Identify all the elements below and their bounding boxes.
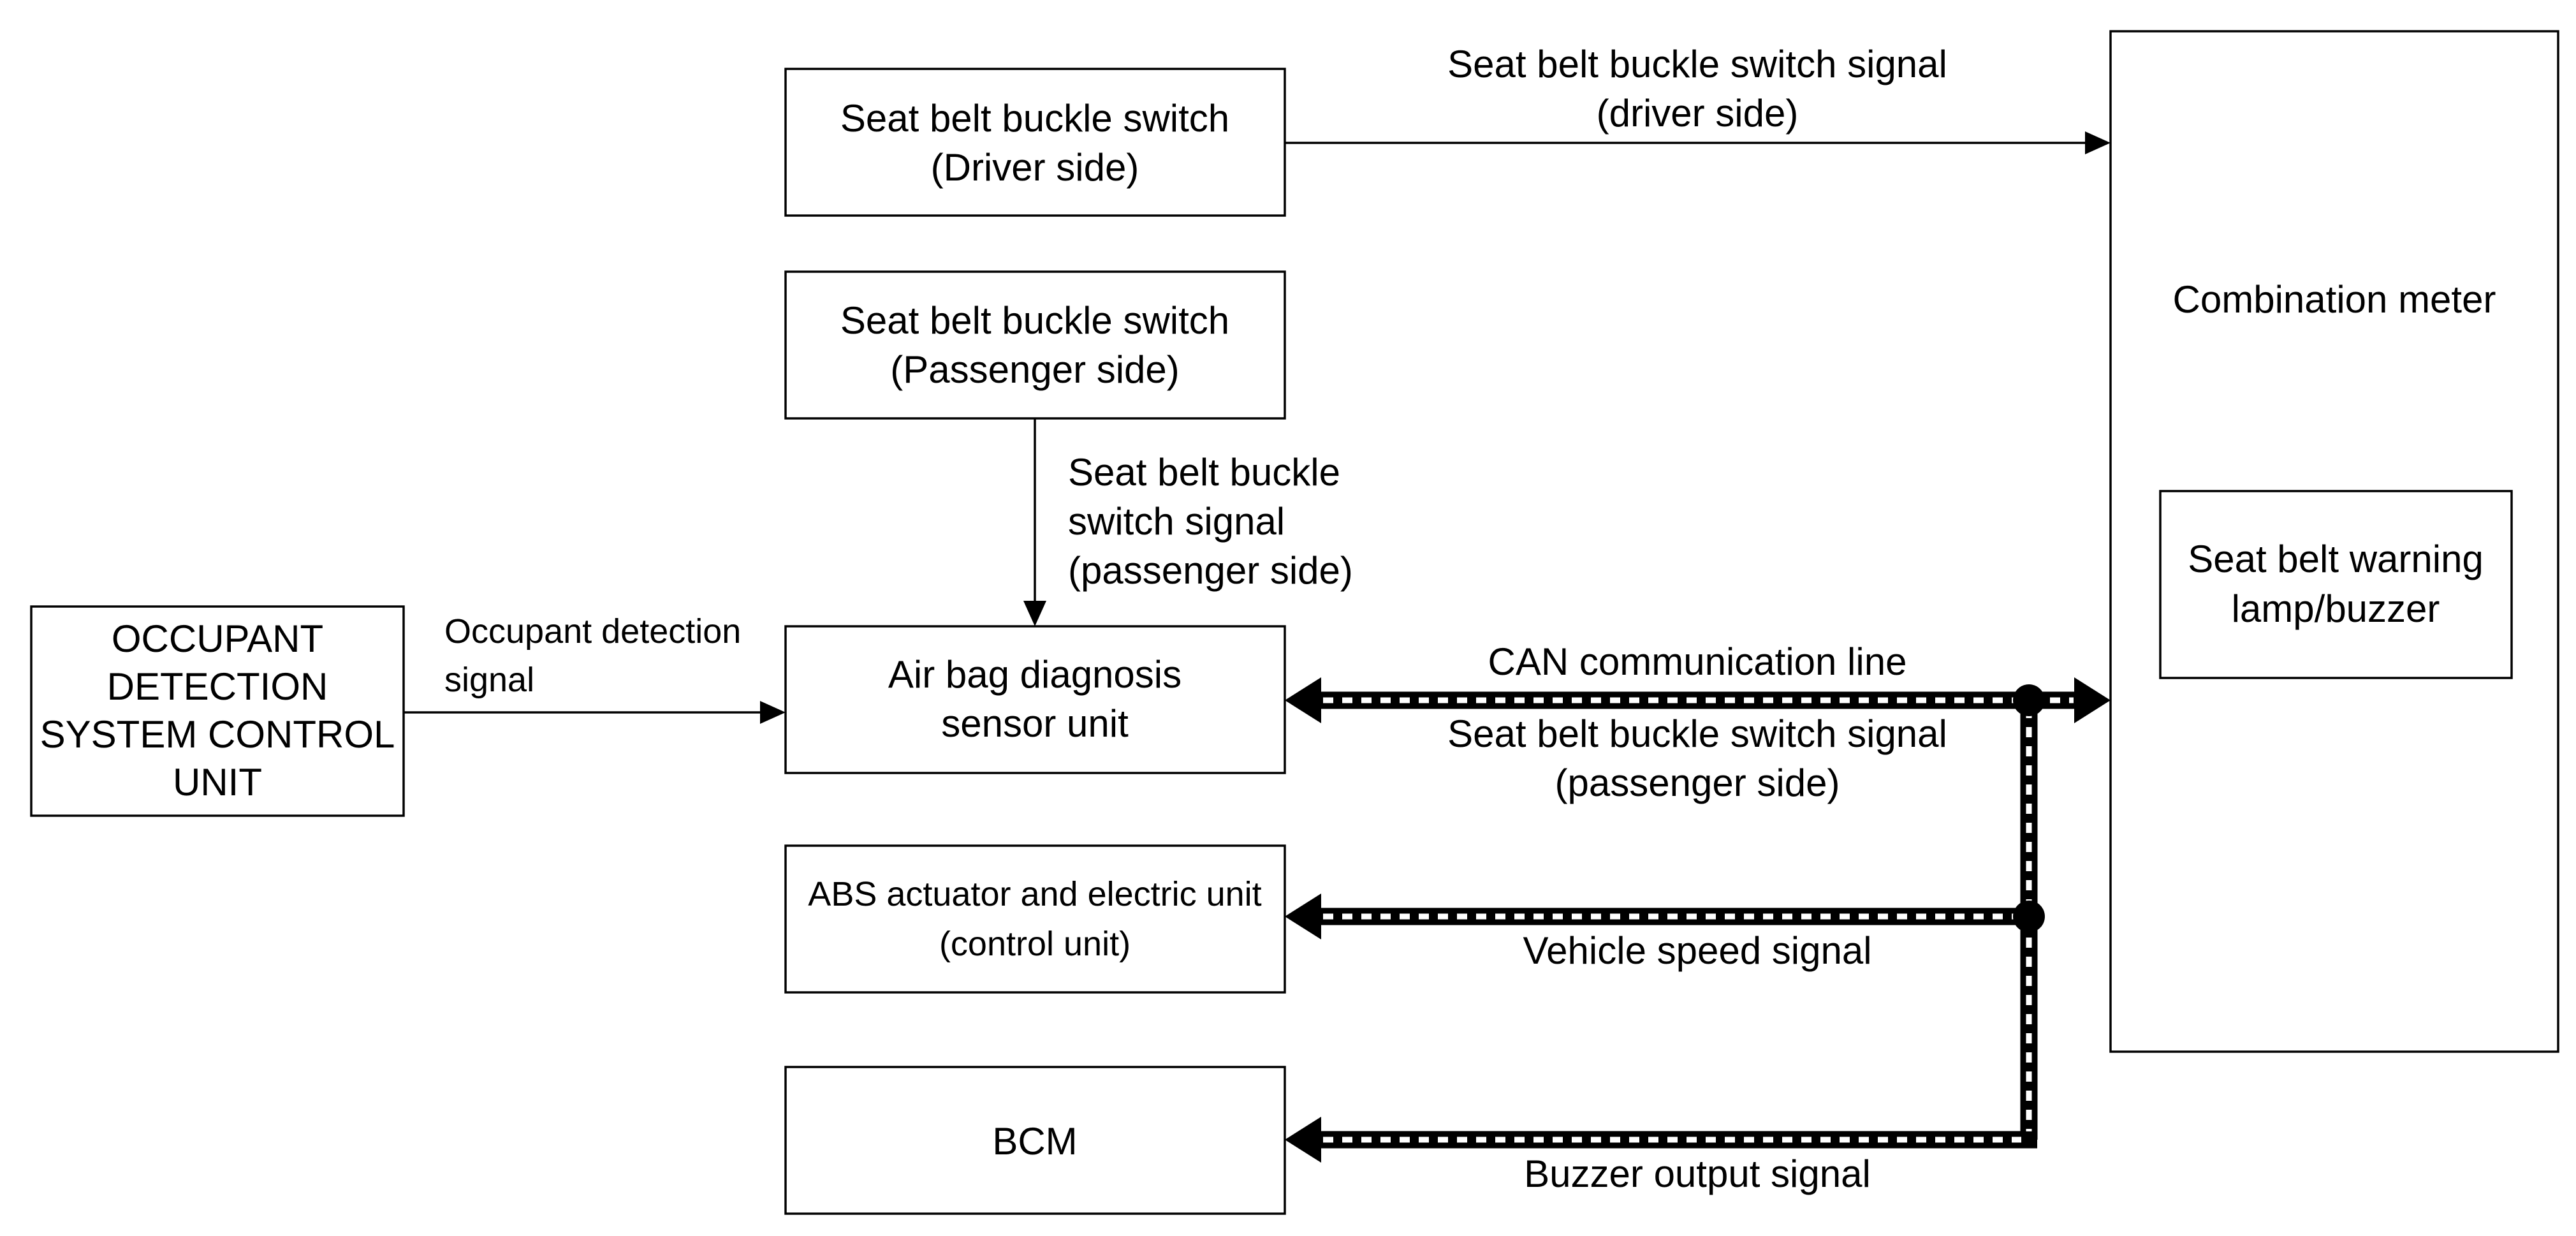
can-passenger-switch-signal-label-line-2: (passenger side) [1555, 761, 1840, 804]
passenger-switch-signal-arrow [1023, 418, 1046, 626]
occupant-detection-label-line-4: UNIT [173, 761, 262, 804]
occupant-detection-signal-label-line-1: Occupant detection [444, 612, 741, 651]
abs-actuator-label-line-2: (control unit) [939, 925, 1131, 963]
can-arrow-to-abs-unit [1285, 894, 1321, 939]
can-arrow-to-airbag-unit [1285, 677, 1321, 723]
seat-belt-warning-label-line-2: lamp/buzzer [2232, 587, 2440, 630]
can-communication-line-label: CAN communication line [1488, 640, 1907, 683]
passenger-switch-signal-label-line-2: switch signal [1068, 500, 1285, 543]
seat-belt-buckle-switch-driver-box: Seat belt buckle switch (Driver side) [784, 68, 1286, 217]
air-bag-diagnosis-label-line-1: Air bag diagnosis [888, 653, 1182, 696]
can-passenger-switch-signal-label-line-1: Seat belt buckle switch signal [1447, 712, 1947, 755]
can-arrow-to-combination-meter [2074, 677, 2111, 723]
driver-switch-signal-label: Seat belt buckle switch signal (driver s… [1447, 43, 1947, 135]
occupant-detection-label-line-2: DETECTION [107, 665, 328, 708]
occupant-detection-signal-label: Occupant detection signal [444, 612, 741, 699]
seat-belt-buckle-switch-passenger-label-line-2: (Passenger side) [890, 348, 1180, 391]
air-bag-diagnosis-label-line-2: sensor unit [941, 702, 1129, 745]
occupant-detection-system-control-unit-box: OCCUPANT DETECTION SYSTEM CONTROL UNIT [30, 605, 405, 817]
seat-belt-buckle-switch-driver-label-line-1: Seat belt buckle switch [840, 97, 1229, 140]
air-bag-diagnosis-sensor-unit-box: Air bag diagnosis sensor unit [784, 625, 1286, 774]
abs-actuator-and-electric-unit-box: ABS actuator and electric unit (control … [784, 844, 1286, 994]
seat-belt-buckle-switch-passenger-label-line-1: Seat belt buckle switch [840, 299, 1229, 342]
seat-belt-warning-lamp-buzzer-box: Seat belt warning lamp/buzzer [2159, 490, 2513, 679]
bcm-box: BCM [784, 1066, 1286, 1215]
can-junction-dot-middle [2013, 901, 2045, 932]
seat-belt-buckle-switch-driver-label-line-2: (Driver side) [931, 146, 1139, 189]
driver-switch-signal-arrow [1285, 131, 2111, 154]
passenger-switch-signal-label-line-1: Seat belt buckle [1068, 451, 1340, 494]
vehicle-speed-signal-label: Vehicle speed signal [1523, 929, 1871, 972]
seat-belt-buckle-switch-passenger-box: Seat belt buckle switch (Passenger side) [784, 270, 1286, 420]
occupant-detection-signal-label-line-2: signal [444, 661, 534, 699]
driver-switch-signal-label-line-2: (driver side) [1597, 92, 1799, 135]
occupant-detection-signal-arrow [404, 701, 786, 724]
can-bus [1285, 677, 2111, 1163]
can-junction-dot-top [2013, 684, 2045, 716]
combination-meter-label: Combination meter [2173, 278, 2496, 321]
can-passenger-switch-signal-label: Seat belt buckle switch signal (passenge… [1447, 712, 1947, 804]
can-arrow-to-bcm [1285, 1117, 1321, 1163]
passenger-switch-signal-label-line-3: (passenger side) [1068, 549, 1353, 592]
bcm-label: BCM [992, 1120, 1077, 1163]
occupant-detection-label-line-3: SYSTEM CONTROL [40, 713, 395, 756]
seat-belt-warning-label-line-1: Seat belt warning [2188, 538, 2484, 580]
passenger-switch-signal-label: Seat belt buckle switch signal (passenge… [1068, 451, 1353, 592]
abs-actuator-label-line-1: ABS actuator and electric unit [808, 875, 1261, 913]
driver-switch-signal-label-line-1: Seat belt buckle switch signal [1447, 43, 1947, 85]
buzzer-output-signal-label: Buzzer output signal [1524, 1152, 1871, 1195]
occupant-detection-label-line-1: OCCUPANT [112, 617, 323, 660]
